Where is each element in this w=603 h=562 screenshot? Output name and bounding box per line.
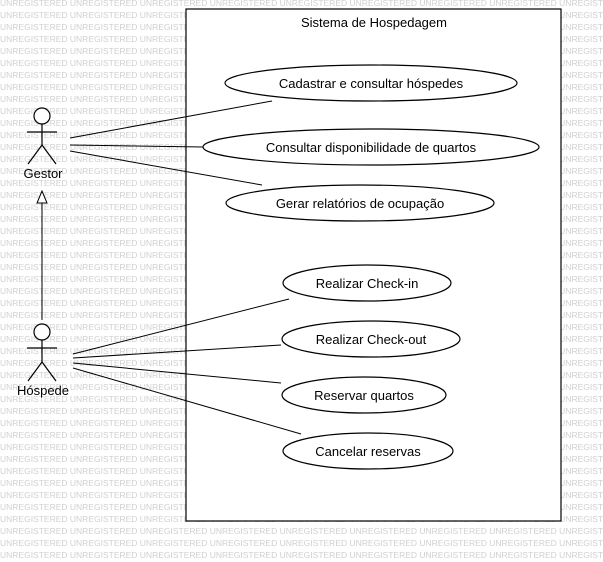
associations <box>69 100 302 435</box>
actor-gestor-label: Gestor <box>23 166 63 181</box>
association-hospede-checkout[interactable] <box>72 344 282 359</box>
association-hospede-cancelar[interactable] <box>72 367 302 435</box>
actor-gestor[interactable]: Gestor <box>23 107 63 181</box>
use-case-relatorios[interactable]: Gerar relatórios de ocupação <box>225 184 495 222</box>
actor-hospede-label: Hóspede <box>17 383 69 398</box>
use-case-cancelar-label: Cancelar reservas <box>315 444 421 459</box>
association-hospede-checkin[interactable] <box>72 298 290 355</box>
use-case-relatorios-label: Gerar relatórios de ocupação <box>276 196 444 211</box>
system-title: Sistema de Hospedagem <box>301 15 447 30</box>
actor-hospede[interactable]: Hóspede <box>17 323 69 398</box>
use-case-checkout[interactable]: Realizar Check-out <box>281 320 461 358</box>
use-case-reservar-label: Reservar quartos <box>314 388 414 403</box>
use-case-disponibilidade-label: Consultar disponibilidade de quartos <box>266 140 477 155</box>
association-gestor-cadastrar[interactable] <box>69 100 273 139</box>
use-case-disponibilidade[interactable]: Consultar disponibilidade de quartos <box>202 128 540 166</box>
use-case-cancelar[interactable]: Cancelar reservas <box>282 432 454 470</box>
association-gestor-relatorios[interactable] <box>69 150 263 186</box>
use-case-cadastrar-label: Cadastrar e consultar hóspedes <box>279 76 464 91</box>
association-gestor-disponibilidade[interactable] <box>69 144 204 148</box>
generalization-hospede-gestor[interactable] <box>36 189 48 320</box>
association-hospede-reservar[interactable] <box>72 362 282 384</box>
use-case-checkout-label: Realizar Check-out <box>316 332 427 347</box>
use-case-checkin-label: Realizar Check-in <box>316 276 419 291</box>
use-case-reservar[interactable]: Reservar quartos <box>281 376 447 414</box>
use-case-cadastrar[interactable]: Cadastrar e consultar hóspedes <box>224 64 518 102</box>
actor-head <box>33 323 51 341</box>
use-case-checkin[interactable]: Realizar Check-in <box>282 264 452 302</box>
actor-head <box>33 107 51 125</box>
